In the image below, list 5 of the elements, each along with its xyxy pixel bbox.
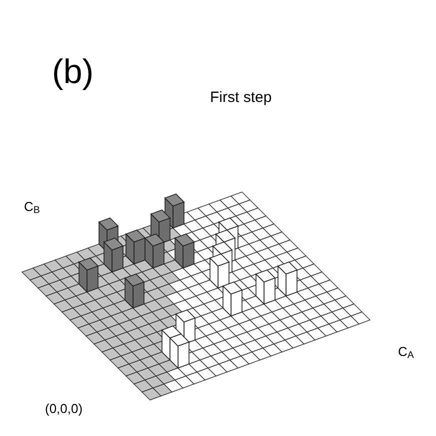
axis-label: C$_{A}$ <box>398 345 414 358</box>
panel-label: (b) <box>52 55 94 89</box>
step-title: First step <box>210 90 272 105</box>
axis-label: C$_{B}$ <box>24 200 40 213</box>
origin-label: (0,0,0) <box>45 402 83 415</box>
